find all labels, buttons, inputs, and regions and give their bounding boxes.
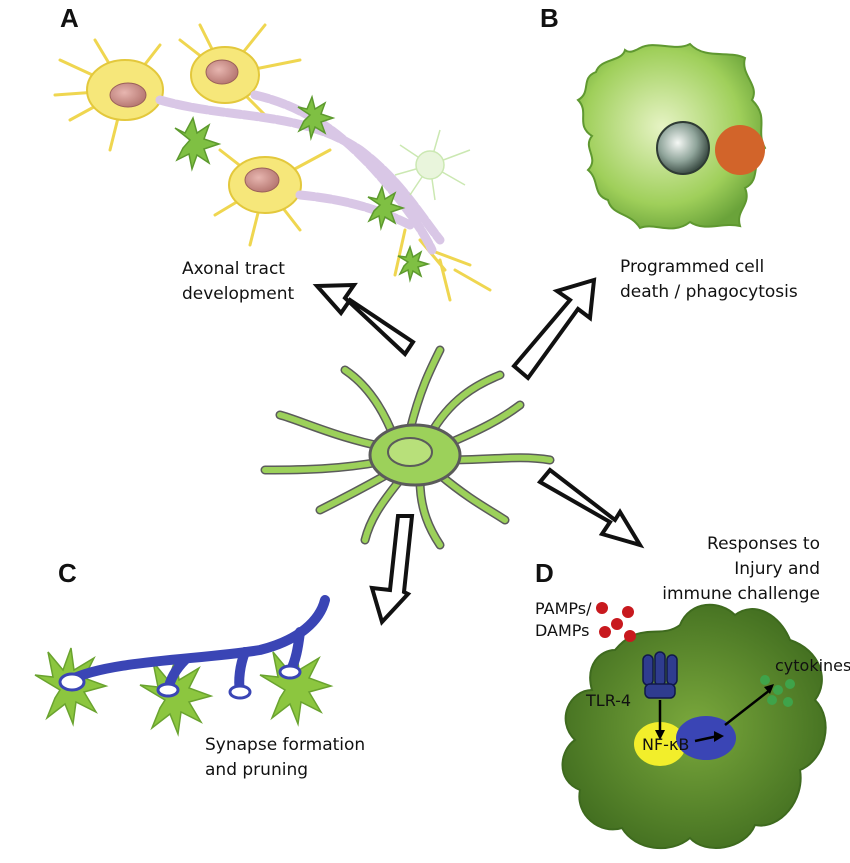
- panel-b-caption: Programmed cell death / phagocytosis: [620, 255, 798, 305]
- panel-a-microglia: [174, 94, 431, 283]
- panel-a-illustration: [53, 23, 492, 302]
- cytokines-label: cytokines: [775, 656, 850, 675]
- caption-line: Injury and: [734, 559, 820, 579]
- panel-a-caption: Axonal tract development: [182, 257, 294, 307]
- faded-microglia: [394, 129, 471, 201]
- nfkb-label: NF-κB: [642, 735, 690, 754]
- neuron-nuclei: [109, 59, 280, 193]
- panel-b-letter: B: [540, 3, 559, 33]
- hollow-arrows: [312, 277, 645, 626]
- cytokine-dots: [760, 675, 795, 707]
- pamps-line: DAMPs: [535, 621, 590, 640]
- panel-d-illustration: [561, 602, 827, 850]
- caption-line: development: [182, 284, 295, 304]
- panel-d-letter: D: [535, 558, 554, 588]
- panel-c-letter: C: [58, 558, 77, 588]
- arrow-to-b: [511, 277, 597, 381]
- signal-arrowheads: [655, 684, 774, 742]
- tlr4-receptor: [642, 651, 678, 699]
- pamp-dots: [596, 602, 636, 642]
- debris-particle: [715, 125, 765, 175]
- caption-line: and pruning: [205, 760, 309, 780]
- panel-c-illustration: [34, 595, 334, 737]
- central-microglia: [260, 345, 555, 550]
- caption-line: Programmed cell: [620, 257, 765, 277]
- myelin-sheaths: [155, 90, 445, 255]
- caption-line: Synapse formation: [205, 735, 366, 755]
- pamps-line: PAMPs/: [535, 599, 592, 618]
- caption-line: Responses to: [707, 534, 820, 554]
- panel-c-microglia: [34, 647, 334, 737]
- arrow-to-d: [536, 467, 645, 549]
- microglia-nucleus: [387, 437, 433, 467]
- arrow-to-c: [369, 514, 415, 626]
- engulfed-particle: [656, 121, 710, 175]
- synaptic-boutons: [58, 664, 302, 700]
- panel-d-caption: Responses to Injury and immune challenge: [662, 532, 820, 607]
- panel-c-caption: Synapse formation and pruning: [205, 733, 365, 783]
- panel-a-letter: A: [60, 3, 79, 33]
- tlr4-label: TLR-4: [586, 691, 632, 710]
- arrow-to-a: [312, 282, 416, 358]
- pamps-label: PAMPs/ DAMPs: [535, 598, 591, 642]
- nfkb-cytosolic: [634, 722, 686, 766]
- panel-b-illustration: [576, 42, 767, 230]
- caption-line: death / phagocytosis: [620, 282, 798, 302]
- microglia-processes: [260, 345, 555, 550]
- caption-line: immune challenge: [662, 584, 820, 604]
- caption-line: Axonal tract: [182, 259, 285, 279]
